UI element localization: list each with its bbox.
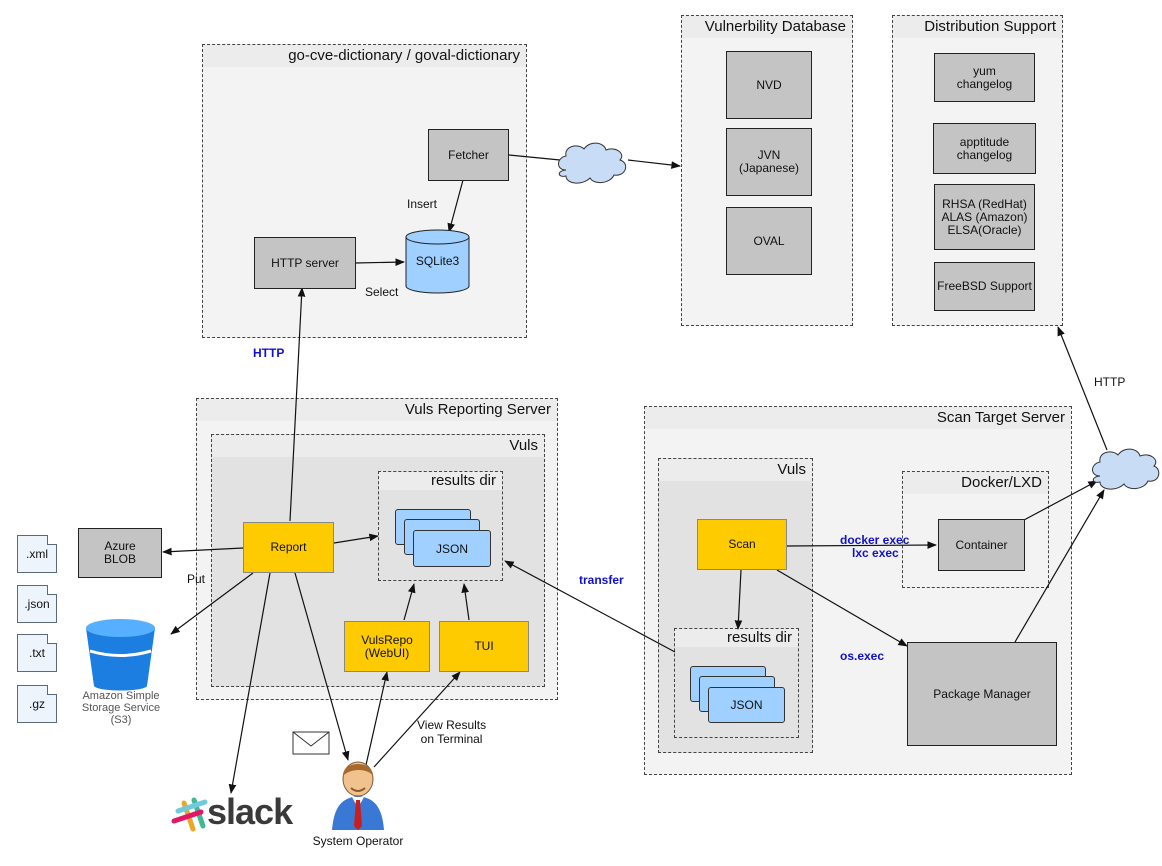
http-server-label: HTTP server	[271, 255, 339, 270]
container-label: Container	[955, 537, 1008, 552]
vulnerability-database-title: Vulnerbility Database	[682, 16, 852, 38]
apptitude-changelog-label: apptitude changelog	[956, 134, 1013, 162]
edge-vulsrepo-json	[403, 583, 416, 621]
container-node[interactable]: Container	[938, 519, 1025, 571]
yum-changelog-node[interactable]: yum changelog	[934, 53, 1035, 102]
edge-cloud-distro	[1057, 326, 1108, 451]
edge-scan-results	[734, 569, 743, 630]
system-operator-label: System Operator	[312, 834, 404, 848]
json-file-report[interactable]: JSON	[413, 530, 491, 567]
azure-blob-label: Azure BLOB	[103, 539, 136, 566]
scan-label: Scan	[728, 537, 756, 551]
edge-scan-container	[786, 541, 937, 549]
edge-report-operator	[294, 572, 350, 761]
sqlite-database-icon	[405, 229, 470, 294]
slack-wordmark: slack	[207, 791, 293, 832]
select-edge-label: Select	[365, 285, 399, 299]
edge-httpserver-sqlite	[354, 258, 405, 267]
s3-label: Amazon Simple Storage Service (S3)	[81, 690, 161, 726]
edge-operator-vulsrepo	[365, 671, 389, 766]
freebsd-support-node[interactable]: FreeBSD Support	[934, 262, 1035, 311]
xml-file-icon: .xml	[17, 535, 57, 573]
docker-exec-edge-label: docker exec	[840, 533, 910, 547]
freebsd-support-label: FreeBSD Support	[937, 279, 1032, 293]
cloud-icon-top	[558, 142, 627, 184]
lxc-exec-edge-label: lxc exec	[852, 546, 899, 560]
edge-report-json	[333, 533, 379, 544]
gz-file-icon: .gz	[17, 685, 57, 723]
scan-results-dir-title: results dir	[675, 629, 798, 647]
json-report-label: JSON	[435, 541, 468, 556]
transfer-edge-label: transfer	[579, 573, 624, 587]
package-manager-node[interactable]: Package Manager	[907, 642, 1057, 746]
txt-file-icon: .txt	[17, 634, 57, 672]
xml-file-label: .xml	[26, 547, 48, 561]
oval-label: OVAL	[753, 233, 785, 248]
os-exec-edge-label: os.exec	[840, 649, 885, 663]
edge-scan-pkgmgr	[776, 569, 908, 647]
scan-node[interactable]: Scan	[697, 519, 787, 570]
rhsa-alas-elsa-label: RHSA (RedHat) ALAS (Amazon) ELSA(Oracle)	[941, 196, 1028, 237]
nvd-label: NVD	[756, 77, 782, 92]
json-file-label: .json	[24, 597, 50, 611]
go-cve-dictionary-group: go-cve-dictionary / goval-dictionary	[202, 44, 527, 338]
reporting-vuls-title: Vuls	[212, 435, 544, 457]
jvn-label: JVN (Japanese)	[738, 148, 800, 175]
scan-vuls-title: Vuls	[659, 459, 812, 481]
docker-lxd-title: Docker/LXD	[903, 472, 1048, 494]
report-label: Report	[270, 540, 307, 554]
rhsa-alas-elsa-node[interactable]: RHSA (RedHat) ALAS (Amazon) ELSA(Oracle)	[934, 184, 1035, 250]
report-node[interactable]: Report	[243, 522, 334, 573]
edge-report-httpserver	[289, 287, 306, 522]
vulsrepo-node[interactable]: VulsRepo (WebUI)	[344, 621, 430, 672]
gz-file-label: .gz	[28, 697, 45, 711]
scan-target-server-title: Scan Target Server	[645, 407, 1071, 429]
edge-report-azure	[162, 547, 244, 556]
s3-bucket-icon	[86, 619, 155, 691]
tui-node[interactable]: TUI	[439, 621, 529, 672]
nvd-node[interactable]: NVD	[726, 51, 812, 119]
slack-logo-icon	[171, 797, 208, 832]
fetcher-label: Fetcher	[448, 147, 489, 162]
oval-node[interactable]: OVAL	[726, 207, 812, 275]
edge-container-cloud	[1023, 480, 1098, 521]
edge-tui-json	[461, 583, 470, 621]
insert-edge-label: Insert	[407, 197, 438, 211]
jvn-node[interactable]: JVN (Japanese)	[726, 128, 812, 196]
fetcher-node[interactable]: Fetcher	[428, 129, 509, 181]
reporting-results-dir-title: results dir	[379, 472, 502, 490]
distribution-support-title: Distribution Support	[893, 16, 1062, 38]
mail-icon	[292, 731, 330, 755]
sqlite-label: SQLite3	[415, 254, 460, 268]
tui-label: TUI	[474, 639, 494, 653]
edge-fetcher-sqlite	[447, 179, 464, 233]
system-operator-icon	[332, 761, 384, 830]
edge-operator-tui	[373, 671, 461, 768]
json-scan-label: JSON	[730, 698, 763, 712]
apptitude-changelog-node[interactable]: apptitude changelog	[933, 123, 1036, 174]
vuls-reporting-server-title: Vuls Reporting Server	[197, 399, 557, 421]
edge-cloud-vulndb	[627, 159, 681, 169]
txt-file-label: .txt	[28, 646, 45, 660]
view-results-edge-label: View Results on Terminal	[417, 718, 487, 746]
go-cve-dictionary-title: go-cve-dictionary / goval-dictionary	[203, 45, 526, 67]
yum-changelog-label: yum changelog	[956, 63, 1013, 91]
vulsrepo-label: VulsRepo (WebUI)	[361, 632, 413, 660]
put-edge-label: Put	[187, 572, 206, 586]
http-edge-label-right: HTTP	[1094, 375, 1126, 389]
edge-transfer	[504, 560, 676, 653]
edge-pkgmgr-cloud	[1014, 489, 1105, 643]
edge-report-s3	[170, 572, 254, 635]
edge-report-slack	[228, 572, 271, 794]
json-file-scan[interactable]: JSON	[708, 687, 785, 723]
cloud-icon-right	[1092, 448, 1160, 490]
json-file-icon: .json	[17, 585, 57, 623]
http-edge-label-left: HTTP	[253, 346, 285, 360]
http-server-node[interactable]: HTTP server	[254, 237, 356, 289]
package-manager-label: Package Manager	[933, 686, 1031, 701]
edge-fetcher-cloud	[508, 154, 561, 161]
azure-blob-node[interactable]: Azure BLOB	[78, 528, 162, 578]
